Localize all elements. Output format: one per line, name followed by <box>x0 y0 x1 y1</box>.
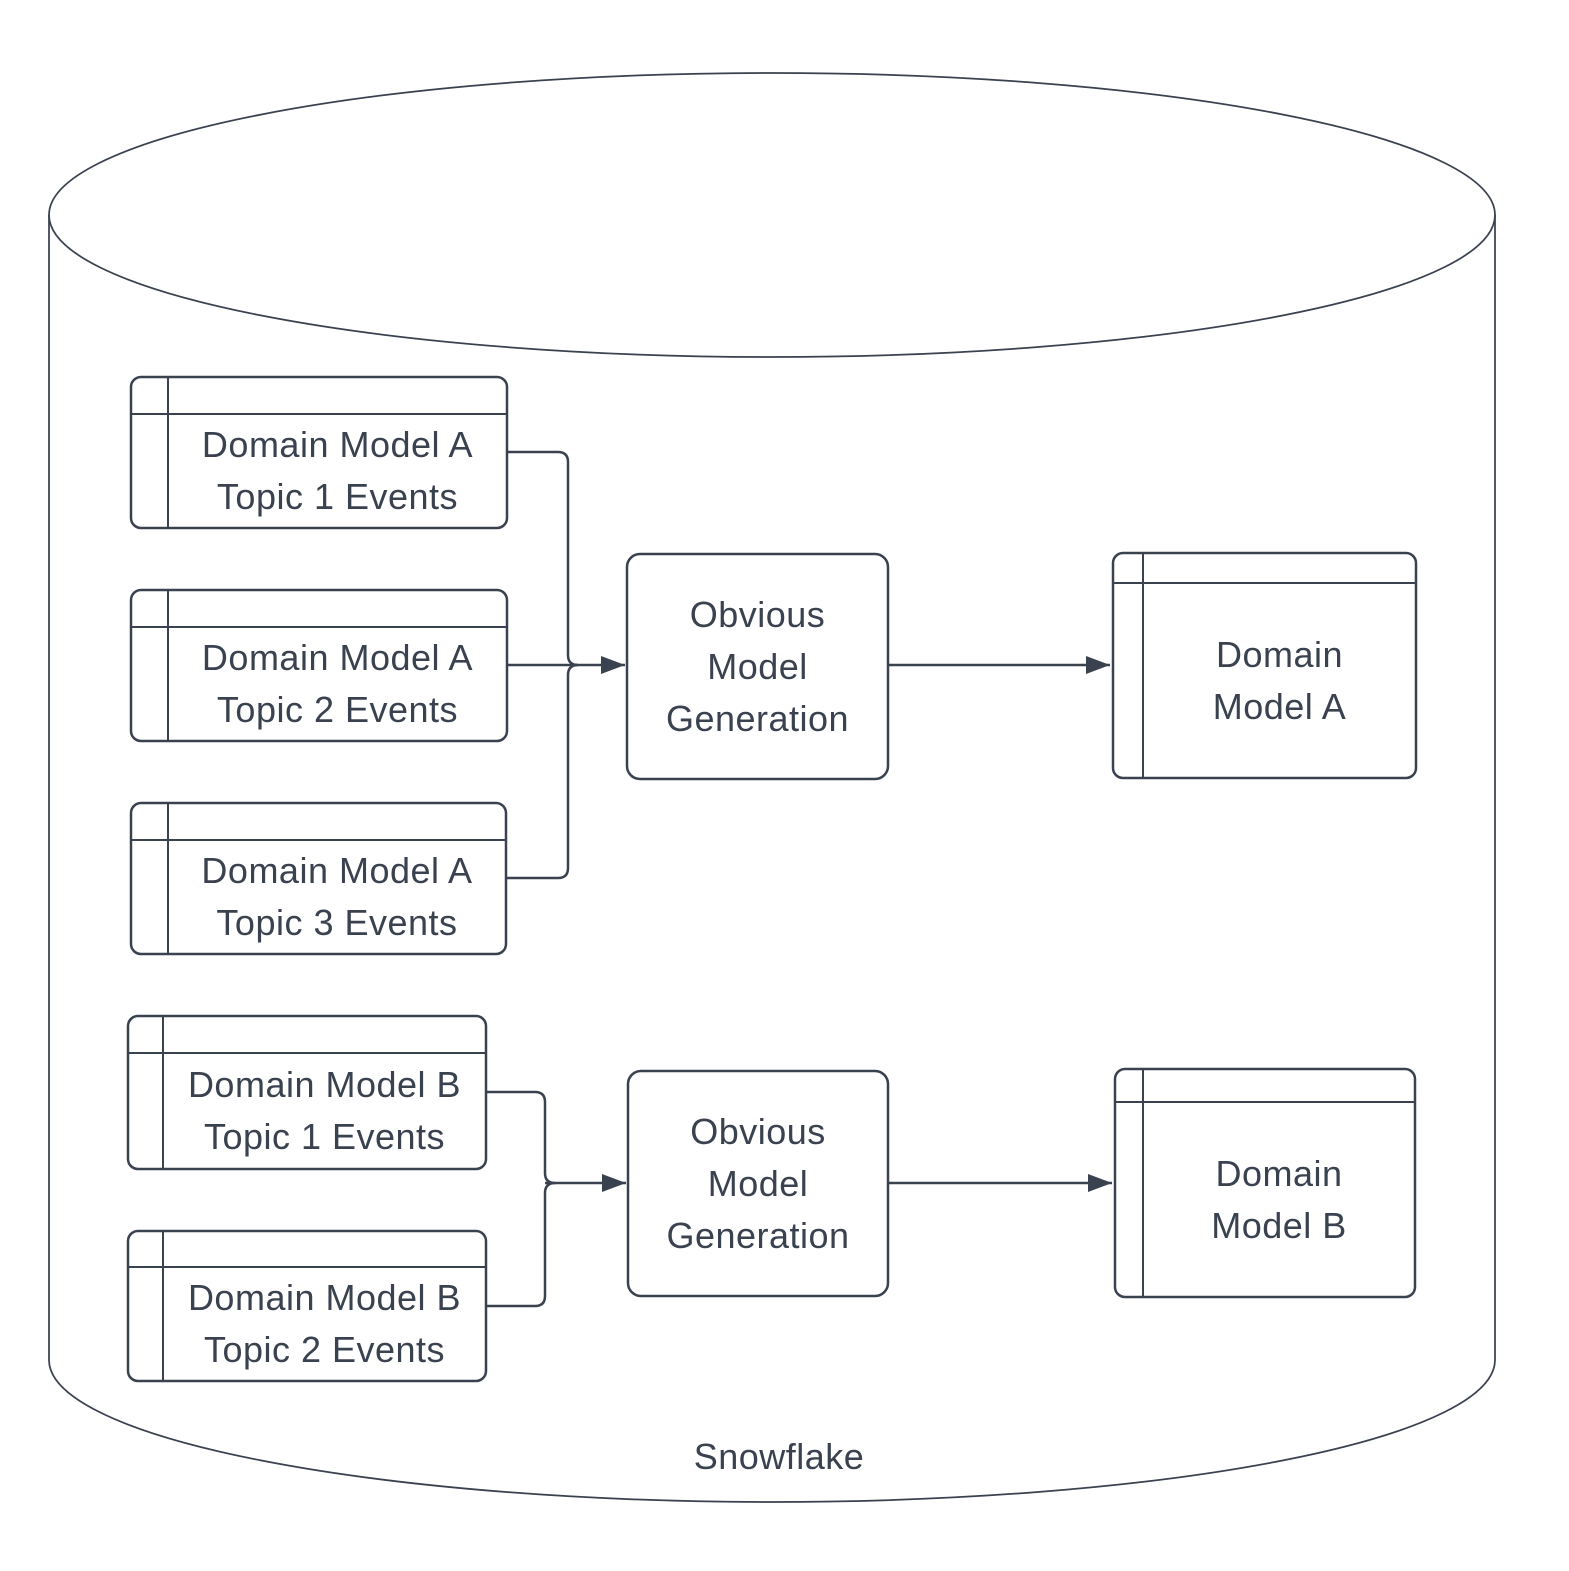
connector-b-topic2-to-merge <box>486 1181 556 1308</box>
process-box-b <box>626 1069 890 1298</box>
connector-b-topic1-to-merge <box>486 1090 556 1185</box>
source-table-b-topic-1 <box>126 1014 488 1171</box>
output-table-a <box>1111 551 1418 780</box>
process-box-a <box>625 552 890 781</box>
output-table-b <box>1113 1067 1417 1299</box>
source-table-a-topic-2 <box>129 588 509 743</box>
connector-a-topic1-to-merge <box>507 450 579 667</box>
connector-a-topic3-to-merge <box>506 663 579 880</box>
snowflake-cylinder <box>48 72 1496 1503</box>
source-table-b-topic-2 <box>126 1229 488 1383</box>
source-table-a-topic-1 <box>129 375 509 530</box>
source-table-a-topic-3 <box>129 801 508 956</box>
